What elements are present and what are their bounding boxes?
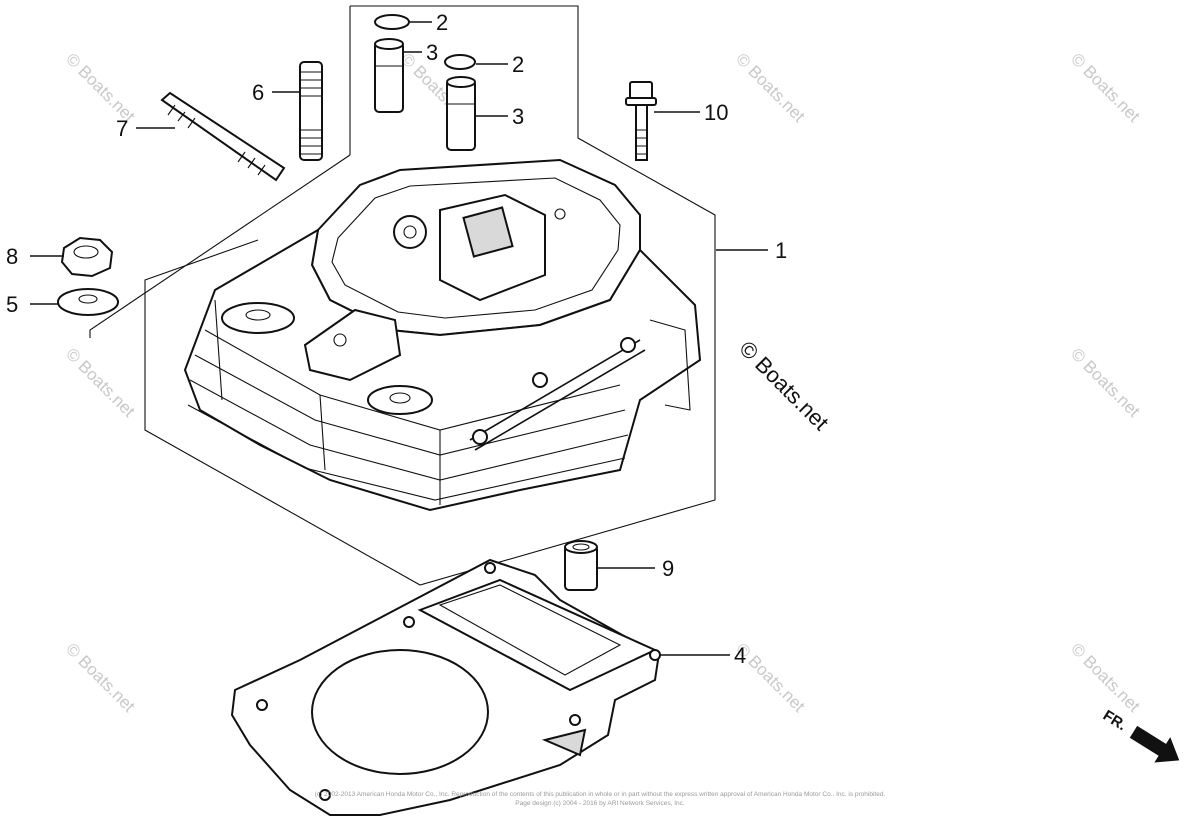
watermark: © Boats.net (1067, 49, 1144, 126)
watermark: © Boats.net (62, 344, 139, 421)
callout-2: 2 (436, 10, 448, 35)
callout-4: 4 (734, 643, 746, 668)
callout-7: 7 (116, 116, 128, 141)
watermark: © Boats.net (1067, 344, 1144, 421)
callout-9: 9 (662, 556, 674, 581)
front-indicator: FR. (1100, 707, 1180, 763)
copyright-line: (c) 2002-2013 American Honda Motor Co., … (315, 791, 886, 798)
callout-8: 8 (6, 244, 18, 269)
stud-bolt-short (299, 61, 323, 161)
washer (57, 288, 119, 316)
flange-bolt (625, 81, 657, 161)
cylinder-head (183, 158, 702, 512)
callout-labels: 1 2 2 3 3 4 5 6 7 8 9 10 (6, 10, 787, 668)
center-watermark: © Boats.net (734, 336, 833, 435)
watermark: © Boats.net (62, 639, 139, 716)
o-ring (374, 14, 476, 70)
callout-10: 10 (704, 100, 728, 125)
watermark: © Boats.net (1067, 639, 1144, 716)
head-gasket (230, 558, 661, 816)
dowel-pin (564, 540, 598, 591)
callout-3: 3 (512, 104, 524, 129)
page-design-credit: Page design (c) 2004 - 2016 by ARI Netwo… (515, 800, 685, 807)
watermark: © Boats.net (62, 49, 139, 126)
callout-5: 5 (6, 292, 18, 317)
callout-1: 1 (775, 238, 787, 263)
stud-bolt-long (160, 91, 286, 182)
callout-3: 3 (426, 40, 438, 65)
flange-nut (60, 236, 114, 278)
callout-2: 2 (512, 52, 524, 77)
front-arrow-icon (1129, 725, 1180, 763)
callout-6: 6 (252, 80, 264, 105)
leader-lines (30, 21, 768, 656)
valve-guide (374, 38, 476, 151)
front-label: FR. (1100, 707, 1130, 734)
watermark: © Boats.net (732, 49, 809, 126)
assembly-outline (89, 5, 716, 586)
